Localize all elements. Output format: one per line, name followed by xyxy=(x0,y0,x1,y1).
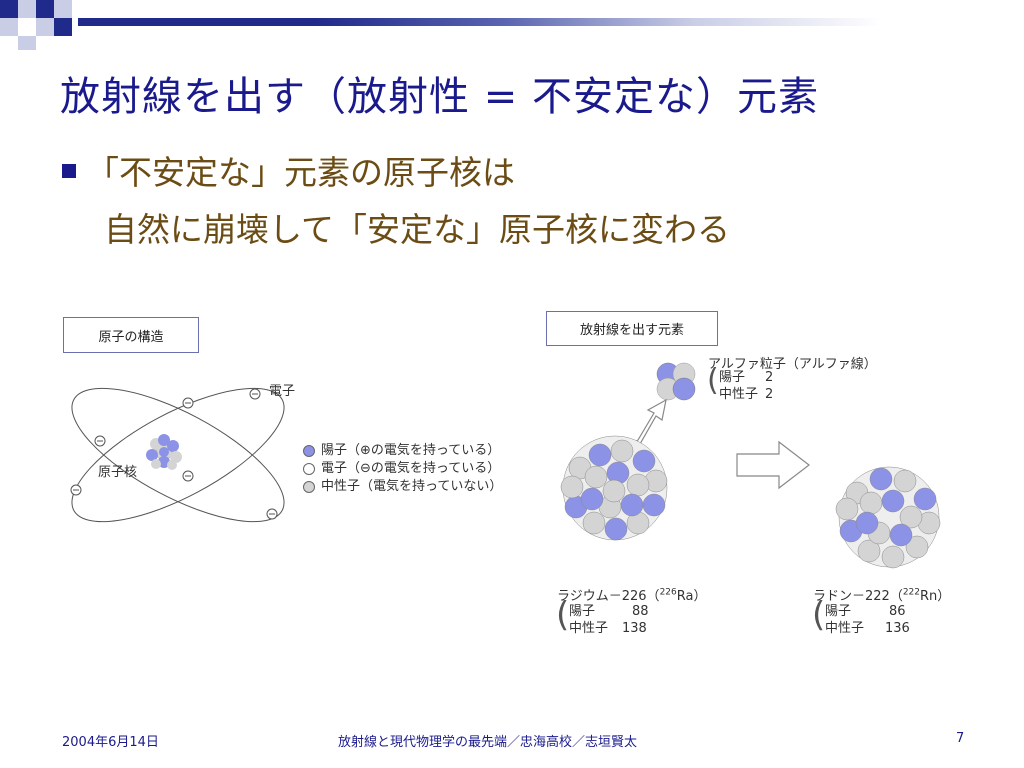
atom-legend: 陽子（⊕の電気を持っている） 電子（⊖の電気を持っている） 中性子（電気を持って… xyxy=(303,442,502,496)
footer-page-number: 7 xyxy=(956,731,965,746)
alpha-neutron-count: 2 xyxy=(765,387,774,402)
radium-proton-label: 陽子 xyxy=(569,604,596,619)
proton-dot-icon xyxy=(303,445,315,457)
radium-proton-count: 88 xyxy=(632,604,649,619)
radon-proton-count: 86 xyxy=(889,604,906,619)
radon-nucleus-icon xyxy=(835,466,941,569)
emission-arrow-icon xyxy=(630,398,667,445)
footer-center-text: 放射線と現代物理学の最先端／忠海高校／志垣賢太 xyxy=(338,735,638,750)
radium-neutron-count: 138 xyxy=(622,621,647,636)
alpha-proton-count: 2 xyxy=(765,370,774,385)
electron-icons xyxy=(70,388,278,520)
radium-nucleus-icon xyxy=(560,435,668,541)
radium-name-row: ラジウム－226（226Ra） xyxy=(557,585,706,604)
radon-proton-label: 陽子 xyxy=(825,604,852,619)
decay-arrow-icon xyxy=(736,440,810,490)
radium-neutron-label: 中性子 xyxy=(569,621,609,636)
alpha-composition: 陽子 2 中性子 2 xyxy=(719,369,773,403)
radium-mass: 226 xyxy=(659,587,677,598)
radon-neutron-label: 中性子 xyxy=(825,621,865,636)
legend-electron: 電子（⊖の電気を持っている） xyxy=(303,460,502,478)
neutron-dot-icon xyxy=(303,481,315,493)
radon-symbol: Rn） xyxy=(920,589,951,604)
legend-proton-text: 陽子（⊕の電気を持っている） xyxy=(321,443,501,458)
radon-composition: 陽子 86 中性子 136 xyxy=(825,603,910,637)
electron-orbit-2 xyxy=(71,387,285,523)
radon-bracket: ( xyxy=(812,595,826,635)
radon-mass: 222 xyxy=(902,587,921,598)
atom-diagram xyxy=(70,387,285,523)
radium-name: ラジウム－226（ xyxy=(557,589,660,604)
electron-orbit-1 xyxy=(71,387,285,523)
radon-name: ラドン－222（ xyxy=(813,589,903,604)
radon-name-row: ラドン－222（222Rn） xyxy=(813,585,950,604)
atom-structure-caption-text: 原子の構造 xyxy=(98,329,164,345)
radioactive-element-caption: 放射線を出す元素 xyxy=(546,311,718,346)
footer-date: 2004年6月14日 xyxy=(62,735,159,750)
legend-proton: 陽子（⊕の電気を持っている） xyxy=(303,442,502,460)
radium-composition: 陽子 88 中性子 138 xyxy=(569,603,649,637)
alpha-particle-name: アルファ粒子（アルファ線） xyxy=(708,357,877,372)
header-gradient-bar xyxy=(78,18,1024,26)
corner-decoration xyxy=(0,0,72,50)
alpha-particle-icon xyxy=(656,362,696,401)
radon-neutron-count: 136 xyxy=(885,621,910,636)
legend-electron-text: 電子（⊖の電気を持っている） xyxy=(321,461,501,476)
atom-structure-caption: 原子の構造 xyxy=(63,317,199,353)
alpha-bracket: ( xyxy=(707,363,719,398)
legend-neutron: 中性子（電気を持っていない） xyxy=(303,478,502,496)
radioactive-element-caption-text: 放射線を出す元素 xyxy=(579,323,684,338)
electron-dot-icon xyxy=(303,463,315,475)
bullet-line-1: 「不安定な」元素の原子核は xyxy=(62,146,515,194)
radium-symbol: Ra） xyxy=(676,589,707,604)
radium-bracket: ( xyxy=(556,595,570,635)
alpha-proton-label: 陽子 xyxy=(719,370,746,385)
slide-title: 放射線を出す（放射性 = 不安定な）元素 xyxy=(60,74,819,120)
legend-neutron-text: 中性子（電気を持っていない） xyxy=(321,479,503,494)
nucleus-label: 原子核 xyxy=(98,465,138,480)
bullet-square-icon xyxy=(62,163,76,178)
alpha-neutron-label: 中性子 xyxy=(719,387,759,402)
atom-nucleus-icon xyxy=(146,434,182,470)
electron-label: 電子 xyxy=(269,384,296,399)
bullet-text-2: 自然に崩壊して「安定な」原子核に変わる xyxy=(104,210,731,249)
bullet-text-1: 「不安定な」元素の原子核は xyxy=(86,153,515,192)
